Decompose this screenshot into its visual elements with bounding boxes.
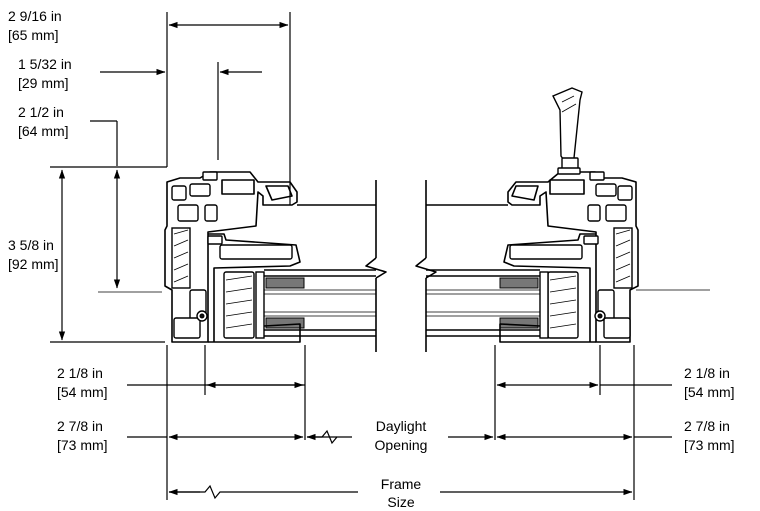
left-sightline-label: 2 1/8 in (57, 365, 103, 381)
right-depth-metric: [73 mm] (684, 437, 735, 453)
left-depth-metric: [73 mm] (57, 437, 108, 453)
right-sightline-metric: [54 mm] (684, 384, 735, 400)
sash-offset-label: 1 5/32 in (18, 56, 72, 72)
right-sightline-label: 2 1/8 in (684, 365, 730, 381)
sash-offset-metric: [29 mm] (18, 75, 69, 91)
right-depth-label: 2 7/8 in (684, 418, 730, 434)
handle-icon (552, 87, 583, 175)
left-depth-label: 2 7/8 in (57, 418, 103, 434)
frame-height-label: 3 5/8 in (8, 237, 54, 253)
interior-height-metric: [64 mm] (18, 123, 69, 139)
left-sightline-metric: [54 mm] (57, 384, 108, 400)
glazing-block (223, 271, 255, 339)
right-frame-profile (415, 87, 710, 352)
frame-size-label: Frame (381, 476, 422, 492)
thermal-chamber (171, 185, 187, 201)
left-frame-profile (98, 171, 387, 352)
head-width-label: 2 9/16 in (8, 8, 62, 24)
head-width-metric: [65 mm] (8, 27, 59, 43)
interior-height-label: 2 1/2 in (18, 104, 64, 120)
dimension-lines (50, 12, 672, 500)
frame-size-label-2: Size (387, 494, 414, 510)
daylight-opening-label: Daylight (376, 418, 427, 434)
frame-height-metric: [92 mm] (8, 256, 59, 272)
thermal-break (171, 227, 191, 289)
daylight-opening-label-2: Opening (375, 437, 428, 453)
